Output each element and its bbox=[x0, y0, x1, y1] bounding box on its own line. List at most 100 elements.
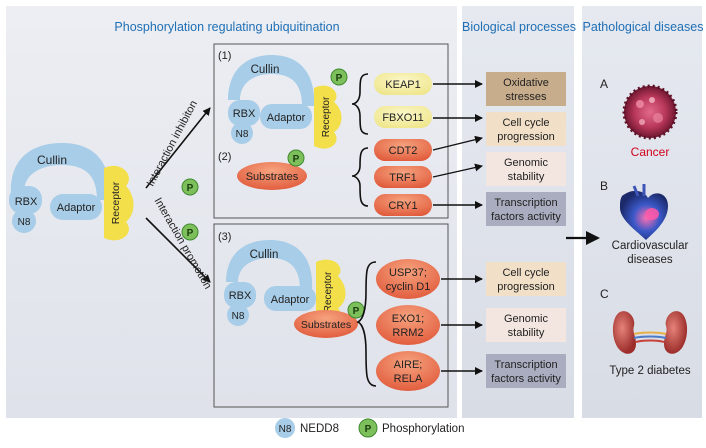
pill-label: AIRE; bbox=[394, 359, 423, 371]
bio-label: Cell cycle bbox=[502, 267, 549, 279]
receptor-shape bbox=[316, 259, 346, 323]
bio-box bbox=[486, 308, 566, 342]
receptor-label: Receptor bbox=[323, 271, 334, 312]
disease-letter: B bbox=[600, 179, 608, 193]
receptor-label: Receptor bbox=[110, 181, 122, 224]
phospho-icon bbox=[330, 68, 348, 86]
adaptor-shape bbox=[264, 286, 316, 311]
bio-label: stability bbox=[508, 327, 545, 339]
phospho-text: P bbox=[293, 154, 300, 165]
bio-label: Genomic bbox=[504, 313, 549, 325]
pill-shape bbox=[376, 351, 440, 391]
pill-aire: AIRE; RELA bbox=[376, 351, 440, 391]
bio-label: stresses bbox=[506, 91, 547, 103]
pill-shape bbox=[376, 259, 440, 299]
bio-box bbox=[486, 192, 566, 226]
rbx-label: RBX bbox=[233, 108, 256, 120]
phospho-badge: P bbox=[181, 223, 199, 241]
n8-label: N8 bbox=[232, 311, 245, 322]
cullin-shape bbox=[10, 143, 111, 200]
n8-shape bbox=[12, 209, 36, 233]
pill-shape bbox=[374, 106, 432, 128]
kidney-icon bbox=[612, 311, 688, 354]
pill-fbxo11: FBXO11 bbox=[374, 106, 432, 128]
pill-cdt2: CDT2 bbox=[374, 139, 432, 161]
header-bio: Biological processes bbox=[462, 20, 576, 34]
bio-box bbox=[486, 152, 566, 186]
box-top bbox=[213, 43, 449, 219]
substrates-label: Substrates bbox=[246, 171, 299, 183]
phospho-text: P bbox=[187, 183, 194, 194]
bio-box bbox=[486, 72, 566, 106]
adaptor-label: Adaptor bbox=[267, 112, 306, 124]
adaptor-label: Adaptor bbox=[57, 202, 96, 214]
label-1: (1) bbox=[218, 50, 231, 62]
bio-label: factors activity bbox=[491, 211, 561, 223]
pill-label: KEAP1 bbox=[385, 79, 420, 91]
complex-bottom: Cullin RBX N8 Adaptor Receptor Substrate… bbox=[224, 240, 365, 338]
pill-shape bbox=[374, 73, 432, 95]
substrates-shape bbox=[294, 310, 358, 338]
phospho-icon bbox=[181, 178, 199, 196]
bio-label: Genomic bbox=[504, 157, 549, 169]
bio-box bbox=[486, 354, 566, 388]
arrow bbox=[432, 163, 483, 178]
pill-shape bbox=[374, 139, 432, 161]
bio-oxidative: Oxidative stresses bbox=[486, 72, 566, 106]
pill-label: CDT2 bbox=[389, 145, 418, 157]
arrow bbox=[432, 135, 483, 151]
disease-label-cardio: diseases bbox=[627, 254, 673, 266]
arrow-inhibition bbox=[145, 107, 211, 189]
pill-label: FBXO11 bbox=[382, 112, 423, 124]
pill-label: cyclin D1 bbox=[386, 281, 431, 293]
bio-cellcycle: Cell cycle progression bbox=[486, 262, 566, 296]
pill-shape bbox=[374, 166, 432, 188]
bio-label: Transcription bbox=[494, 197, 557, 209]
bio-box bbox=[486, 112, 566, 146]
receptor-shape bbox=[314, 85, 342, 149]
pill-shape bbox=[376, 305, 440, 345]
bio-label: Oxidative bbox=[503, 77, 549, 89]
disease-letter: C bbox=[600, 287, 609, 301]
disease-label-diabetes: Type 2 diabetes bbox=[609, 365, 690, 377]
legend-n8: N8 bbox=[279, 424, 292, 435]
disease-label-cardio: Cardiovascular bbox=[612, 240, 689, 252]
left-complex: Cullin RBX N8 Adaptor Receptor bbox=[9, 143, 134, 241]
cullin-label: Cullin bbox=[251, 64, 280, 76]
phospho-icon bbox=[287, 149, 305, 167]
cancer-icon bbox=[622, 84, 678, 140]
adaptor-shape bbox=[50, 194, 102, 220]
n8-label: N8 bbox=[236, 129, 249, 140]
pill-trf1: TRF1 bbox=[374, 166, 432, 188]
header-patho: Pathological diseases bbox=[583, 20, 704, 34]
bio-genomic: Genomic stability bbox=[486, 152, 566, 186]
receptor-shape bbox=[104, 165, 134, 241]
bio-label: progression bbox=[497, 281, 554, 293]
pill-label: RELA bbox=[394, 373, 423, 385]
bio-box bbox=[486, 262, 566, 296]
brace-top-2 bbox=[351, 147, 369, 207]
phospho-badge: P bbox=[181, 178, 199, 196]
bio-cellcycle: Cell cycle progression bbox=[486, 112, 566, 146]
label-3: (3) bbox=[218, 231, 231, 243]
legend-nedd8: NEDD8 bbox=[300, 423, 339, 435]
phospho-icon bbox=[181, 223, 199, 241]
bio-label: Cell cycle bbox=[502, 117, 549, 129]
pill-keap1: KEAP1 bbox=[374, 73, 432, 95]
bio-label: progression bbox=[497, 131, 554, 143]
cullin-label: Cullin bbox=[250, 249, 279, 261]
phospho-text: P bbox=[353, 306, 360, 317]
bio-transcription: Transcription factors activity bbox=[486, 354, 566, 388]
legend-phospho-icon bbox=[358, 418, 378, 438]
adaptor-label: Adaptor bbox=[271, 294, 310, 306]
pill-label: EXO1; bbox=[392, 313, 424, 325]
pill-label: USP37; bbox=[389, 267, 427, 279]
adaptor-shape bbox=[260, 104, 312, 129]
rbx-shape bbox=[9, 186, 42, 214]
arrow-promotion bbox=[145, 217, 211, 283]
substrates-label: Substrates bbox=[301, 319, 351, 331]
phospho-text: P bbox=[187, 228, 194, 239]
header-phospho: Phosphorylation regulating ubiquitinatio… bbox=[114, 20, 339, 34]
rbx-shape bbox=[224, 282, 256, 308]
